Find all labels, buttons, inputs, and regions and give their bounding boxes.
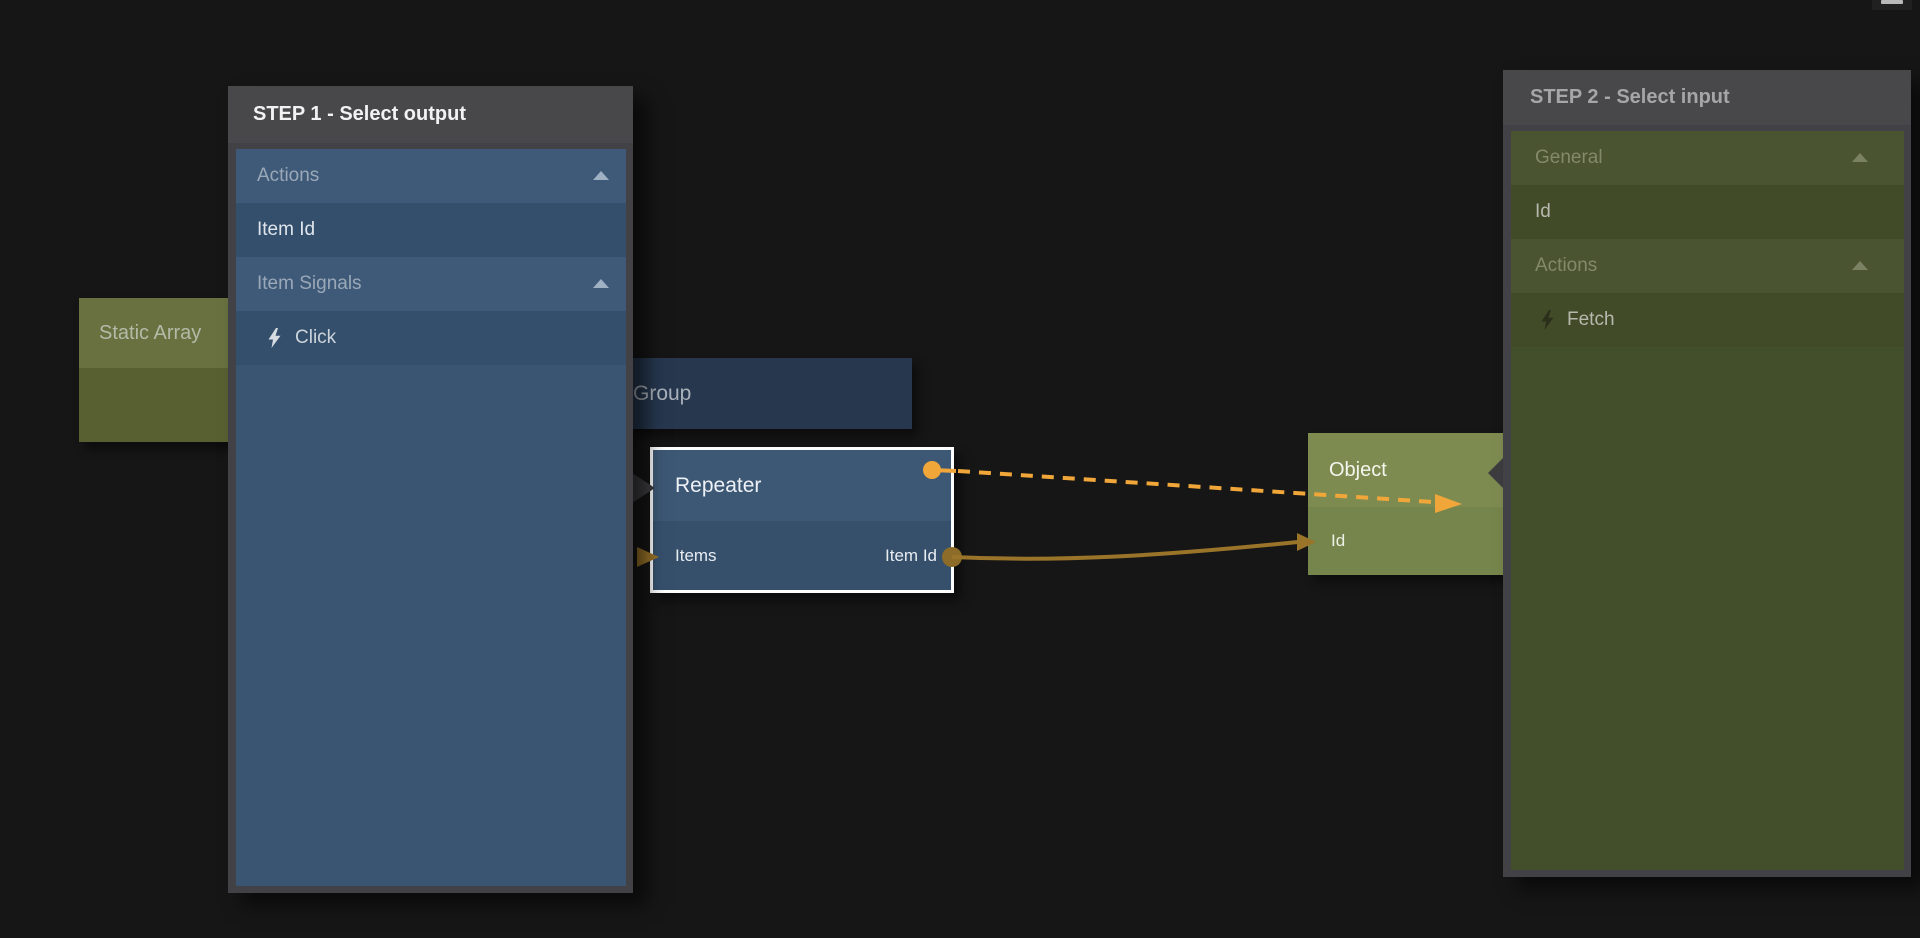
repeater-title: Repeater [653,450,951,521]
node-object[interactable]: Object Id [1308,433,1503,575]
step2-general-label: General [1535,147,1603,168]
object-input-port-label[interactable]: Id [1308,507,1503,575]
step2-panel-title: STEP 2 - Select input [1503,70,1911,125]
node-repeater[interactable]: Repeater Items Item Id [650,447,954,593]
step2-select-input-panel: STEP 2 - Select input General Id Actions… [1503,70,1911,877]
repeater-ports-row: Items Item Id [653,521,951,590]
step1-row-click[interactable]: Click [236,311,626,365]
node-group[interactable]: Group [600,358,912,429]
step1-actions-label: Actions [257,165,320,186]
step1-item-signals-label: Item Signals [257,273,362,294]
chevron-up-icon[interactable] [593,171,609,180]
step2-row-fetch[interactable]: Fetch [1511,293,1904,347]
step2-row-general[interactable]: General [1511,131,1904,185]
window-control-fragment[interactable] [1872,0,1912,10]
step2-id-label: Id [1535,201,1551,222]
step2-row-actions[interactable]: Actions [1511,239,1904,293]
item-id-to-id-connection-line [951,540,1299,561]
repeater-input-port-label[interactable]: Items [675,545,717,565]
step1-row-actions[interactable]: Actions [236,149,626,203]
step1-panel-body: Actions Item Id Item Signals Click [236,149,626,886]
step1-select-output-panel: STEP 1 - Select output Actions Item Id I… [228,86,633,893]
step1-row-item-signals[interactable]: Item Signals [236,257,626,311]
window-control-bar-icon [1881,0,1903,4]
step1-item-id-label: Item Id [257,219,316,240]
step2-row-id[interactable]: Id [1511,185,1904,239]
step1-row-item-id[interactable]: Item Id [236,203,626,257]
group-title: Group [633,382,692,405]
step1-panel-title: STEP 1 - Select output [228,86,633,143]
step2-fetch-label: Fetch [1567,309,1615,330]
object-title: Object [1308,433,1503,507]
lightning-bolt-icon [1541,310,1554,330]
chevron-up-icon[interactable] [1852,261,1868,270]
step2-actions-label: Actions [1535,255,1598,276]
step1-click-label: Click [295,327,337,348]
step2-panel-body: General Id Actions Fetch [1511,131,1904,870]
repeater-output-port-label[interactable]: Item Id [885,545,937,565]
lightning-bolt-icon [268,328,281,348]
chevron-up-icon[interactable] [1852,153,1868,162]
chevron-up-icon[interactable] [593,279,609,288]
